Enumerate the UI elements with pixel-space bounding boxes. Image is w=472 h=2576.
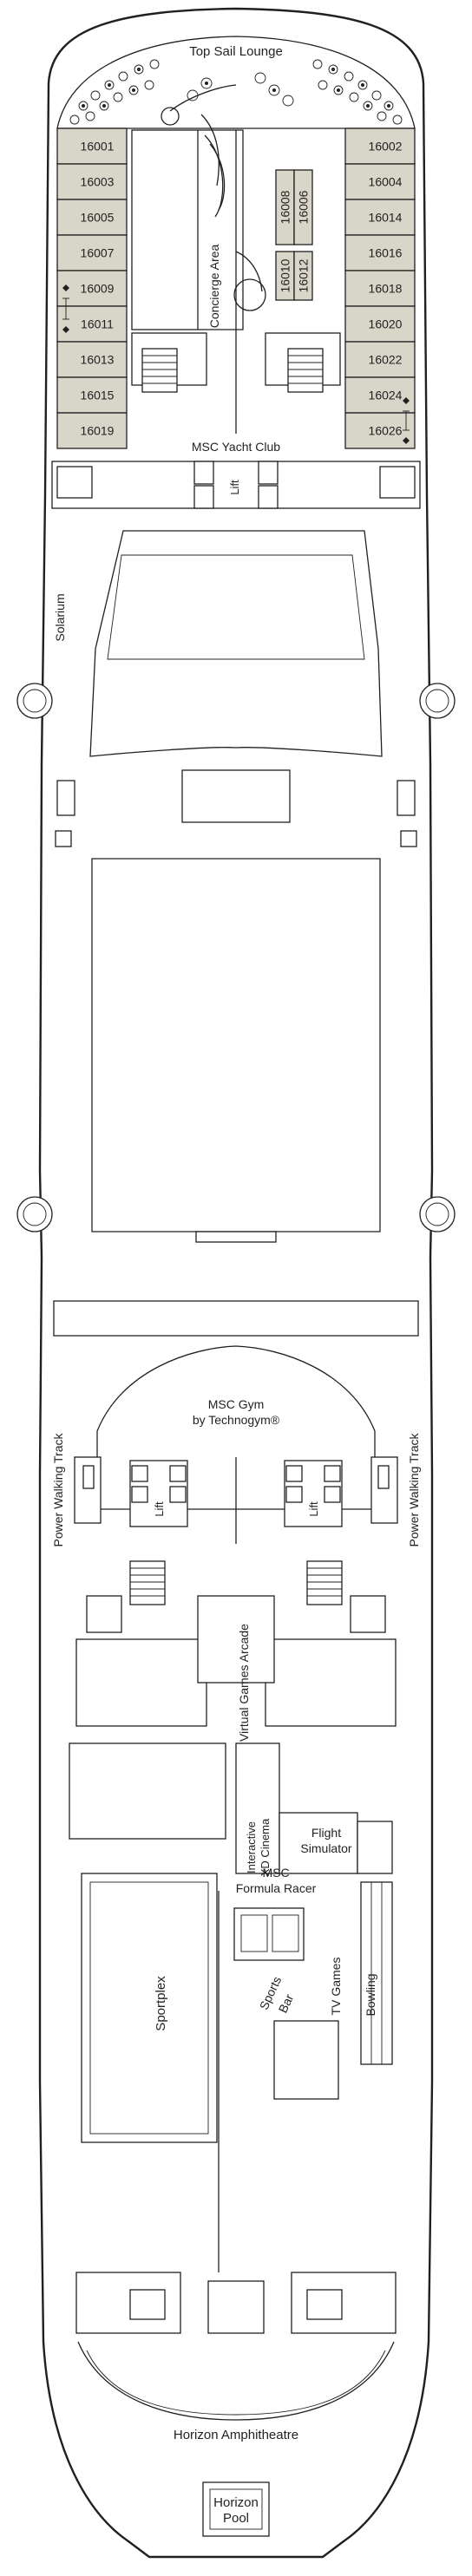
solarium-label: Solarium — [53, 593, 67, 641]
cabin-16011-number: 16011 — [81, 317, 114, 331]
formula-racer-label-line1: MSC — [262, 1866, 289, 1880]
cabin-16012-number: 16012 — [297, 258, 311, 292]
horizon-pool-label-line1: Horizon — [213, 2495, 259, 2510]
bridge-wings-upper — [16, 683, 456, 1232]
cabin-16012: 16012 — [293, 251, 313, 301]
virtual-games-arcade-label: Virtual Games Arcade — [237, 1624, 251, 1742]
cabin-16011: 16011 — [56, 305, 128, 343]
cabin-16010: 16010 — [275, 251, 295, 301]
bowling-label: Bowling — [364, 1973, 377, 2016]
yacht-club-label: MSC Yacht Club — [192, 440, 280, 454]
cabin-16013-number: 16013 — [81, 353, 115, 367]
cabin-16003-number: 16003 — [81, 175, 115, 189]
cabin-16026: 16026 — [344, 412, 416, 449]
lounge-furniture — [69, 59, 403, 186]
cabin-16015-number: 16015 — [81, 389, 115, 402]
cabin-16018: 16018 — [344, 270, 416, 307]
cabin-16019-number: 16019 — [81, 424, 115, 438]
cabin-16005-number: 16005 — [81, 211, 115, 225]
gym-label-line1: MSC Gym — [208, 1397, 265, 1411]
aft-structure — [75, 1891, 397, 2334]
cabin-16022: 16022 — [344, 341, 416, 378]
cabin-16024: 16024 — [344, 376, 416, 414]
gym-lift-left-label: Lift — [153, 1501, 166, 1517]
entertainment-block — [69, 1742, 393, 1874]
gym-lift-banks — [74, 1456, 398, 1544]
cabin-16009-number: 16009 — [81, 282, 115, 296]
cabin-16002: 16002 — [344, 127, 416, 165]
gym-outline — [96, 1345, 376, 1510]
upper-lift-lobby — [51, 461, 421, 509]
formula-racer-label-line2: Formula Racer — [236, 1881, 317, 1895]
bowling-lanes — [360, 1881, 393, 2065]
tv-games-label: TV Games — [329, 1958, 343, 2016]
cabin-16020: 16020 — [344, 305, 416, 343]
horizon-pool-area — [202, 2481, 270, 2537]
cabin-16006-number: 16006 — [297, 190, 311, 224]
flight-simulator-label-line1: Flight — [311, 1826, 341, 1840]
xd-cinema-label-line2: XD Cinema — [259, 1818, 272, 1876]
cabin-16016: 16016 — [344, 234, 416, 271]
cabin-16005: 16005 — [56, 199, 128, 236]
flight-simulator-label-line2: Simulator — [300, 1841, 351, 1855]
cabin-16016-number: 16016 — [369, 246, 403, 260]
sportplex-court — [81, 1873, 218, 2143]
power-walking-track-left-label: Power Walking Track — [51, 1433, 65, 1547]
power-walking-track-right-label: Power Walking Track — [407, 1433, 421, 1547]
cabin-16010-number: 16010 — [279, 258, 292, 292]
upper-lift-label: Lift — [228, 480, 241, 495]
cabin-16020-number: 16020 — [369, 317, 403, 331]
cabin-16018-number: 16018 — [369, 282, 403, 296]
cabin-16009: 16009 — [56, 270, 128, 307]
cabin-16001-number: 16001 — [81, 140, 115, 154]
cabin-16001: 16001 — [56, 127, 128, 165]
cabin-16015: 16015 — [56, 376, 128, 414]
cabin-16002-number: 16002 — [369, 140, 403, 154]
gym-stairs — [75, 1560, 397, 1727]
concierge-area-label: Concierge Area — [207, 245, 221, 329]
cabin-16014-number: 16014 — [369, 211, 403, 225]
cabin-16004-number: 16004 — [369, 175, 403, 189]
gym-lift-right-label: Lift — [307, 1501, 320, 1517]
gym-label-line2: by Technogym® — [193, 1413, 280, 1427]
sportplex-label: Sportplex — [154, 1976, 168, 2031]
top-sail-lounge-label: Top Sail Lounge — [189, 44, 283, 59]
formula-racer-area — [233, 1907, 305, 1961]
horizon-amphitheatre-label: Horizon Amphitheatre — [174, 2428, 298, 2442]
cabin-16007: 16007 — [56, 234, 128, 271]
cabin-16013: 16013 — [56, 341, 128, 378]
cabin-16019: 16019 — [56, 412, 128, 449]
cabin-16022-number: 16022 — [369, 353, 403, 367]
amphitheatre-outline — [77, 2341, 395, 2421]
cabins-center-block: 16008 16006 16010 16012 — [275, 169, 313, 301]
cabin-16004: 16004 — [344, 163, 416, 200]
cabins-left-column: 16001 16003 16005 16007 16009 16011 16013 16015… — [56, 127, 128, 449]
cabins-right-column: 16002 16004 16014 16016 16018 16020 16022 16024… — [344, 127, 416, 449]
connecting-cabin-markers — [62, 284, 410, 444]
cabin-16008: 16008 — [275, 169, 295, 245]
horizon-pool-label-line2: Pool — [223, 2511, 249, 2526]
cabin-16026-number: 16026 — [369, 424, 403, 438]
top-sail-lounge-area — [56, 36, 416, 129]
sports-bar-area — [273, 2020, 339, 2100]
cabin-16008-number: 16008 — [279, 190, 292, 224]
cabin-16007-number: 16007 — [81, 246, 115, 260]
cabin-16003: 16003 — [56, 163, 128, 200]
xd-cinema-label-line1: Interactive — [245, 1821, 258, 1873]
yacht-club-interior — [131, 129, 341, 434]
mid-deck-structure — [53, 769, 419, 1337]
cabin-16024-number: 16024 — [369, 389, 403, 402]
solarium-outline — [89, 530, 383, 757]
cabin-16014: 16014 — [344, 199, 416, 236]
cabin-16006: 16006 — [293, 169, 313, 245]
